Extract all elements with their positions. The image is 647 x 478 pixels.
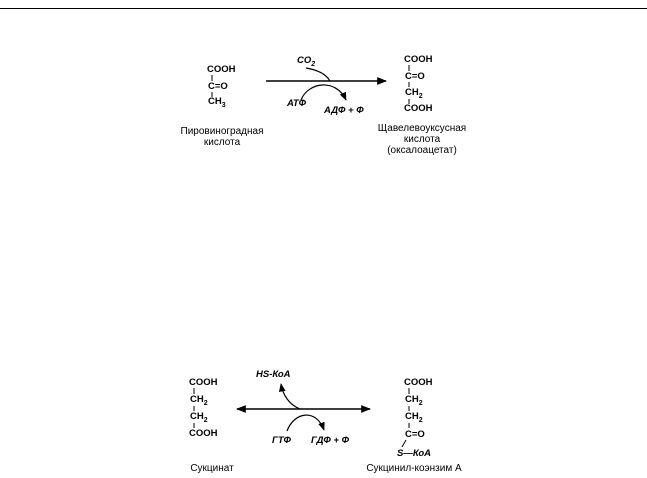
pyruvate-methyl: CH3 — [208, 96, 226, 109]
succinate-methylene-b: CH2 — [190, 411, 208, 424]
succinate-methylene-a: CH2 — [190, 394, 208, 407]
hs-coa-label: HS-КоА — [256, 369, 291, 380]
atp-label: АТФ — [286, 98, 307, 109]
bond-line — [401, 439, 407, 448]
pyruvate-carbonyl: C=O — [208, 81, 228, 92]
succinyl-coa-structure: COOH CH2 CH2 C=O S—КоА — [397, 377, 433, 459]
hs-coa-curve — [278, 383, 301, 410]
succinate-name: Сукцинат — [190, 463, 234, 474]
succinate-cooh-bottom: COOH — [189, 428, 218, 439]
gtp-gdp-curve — [286, 414, 325, 432]
oxaloacetate-methylene: CH2 — [405, 87, 423, 100]
atp-adp-curve — [300, 84, 347, 101]
oxaloacetate-cooh-top: COOH — [404, 54, 433, 65]
oxaloacetate-cooh-bottom: COOH — [404, 103, 433, 114]
adp-p-label: АДФ + Ф — [323, 105, 364, 116]
oxaloacetate-name-line2: кислота — [404, 134, 441, 145]
pyruvate-name-line2: кислота — [204, 137, 241, 148]
oxaloacetate-carbonyl: C=O — [405, 71, 425, 82]
pyruvate-name-line1: Пировиноградная — [181, 126, 264, 137]
oxaloacetate-name-line1: Щавелевоуксусная — [378, 123, 466, 134]
pyruvate-structure: COOH C=O CH3 — [207, 64, 236, 109]
pyruvate-cooh: COOH — [207, 64, 236, 75]
oxaloacetate-structure: COOH C=O CH2 COOH — [404, 54, 433, 114]
gdp-p-label: ГДФ + Ф — [311, 435, 350, 446]
succinyl-coa-name: Сукцинил-коэнзим А — [366, 463, 462, 474]
succinyl-coa-methylene-a: CH2 — [405, 394, 423, 407]
succinyl-coa-methylene-b: CH2 — [405, 411, 423, 424]
succinate-cooh-top: COOH — [189, 377, 218, 388]
page-top-rule — [0, 8, 647, 9]
co2-label: CO2 — [297, 55, 315, 68]
co2-incoming-curve — [305, 67, 331, 82]
succinyl-coa-cooh: COOH — [404, 377, 433, 388]
succinate-structure: COOH CH2 CH2 COOH — [189, 377, 218, 439]
gtp-label: ГТФ — [272, 435, 292, 446]
oxaloacetate-name-line3: (оксалоацетат) — [387, 145, 457, 156]
succinyl-coa-thioester: S—КоА — [397, 448, 431, 459]
succinyl-coa-carbonyl: C=O — [405, 429, 425, 440]
